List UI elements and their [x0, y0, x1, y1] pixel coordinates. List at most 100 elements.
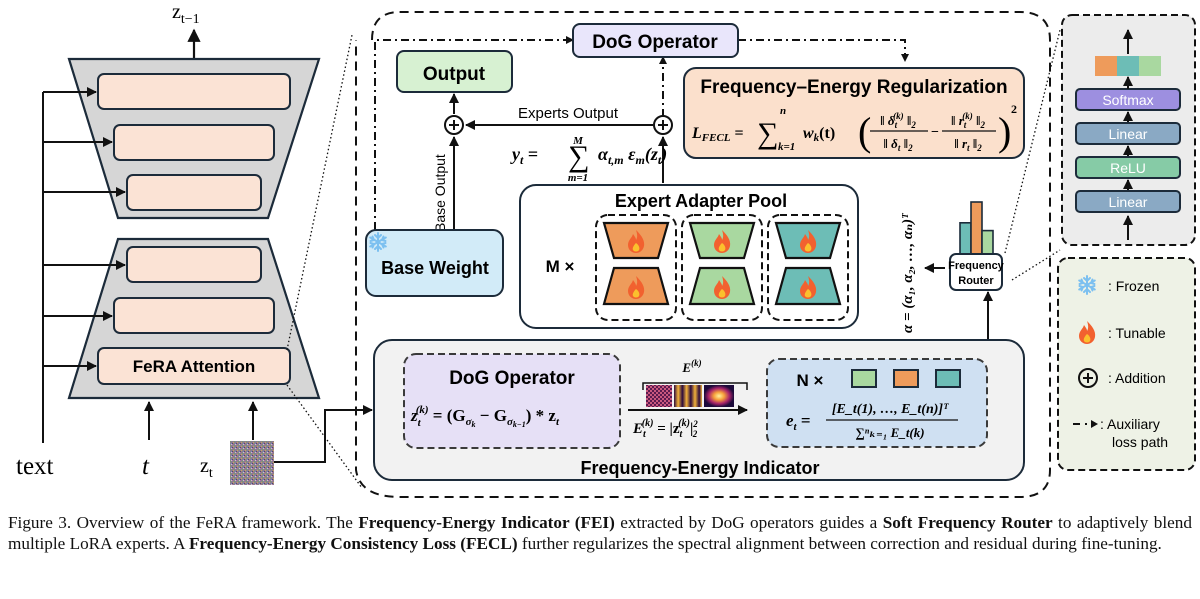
svg-text:∑ⁿₖ₌₁ E_t(k): ∑ⁿₖ₌₁ E_t(k) — [855, 425, 924, 440]
frequency-router-label-1: Frequency — [948, 260, 1005, 272]
svg-text:‖ δt ‖2: ‖ δt ‖2 — [883, 136, 913, 153]
energy-vector-box[interactable] — [766, 358, 988, 448]
energy-bracket — [642, 382, 748, 390]
legend-item-auxiliary-loss: : Auxiliary loss path — [1073, 416, 1168, 450]
svg-text:∑: ∑ — [757, 117, 778, 150]
fera-module-frame — [355, 11, 1051, 498]
frequency-router-label-2: Router — [958, 275, 994, 287]
latent-to-fei-path — [274, 405, 373, 463]
legend-panel — [1057, 257, 1196, 471]
legend-item-tunable: : Tunable — [1079, 321, 1166, 344]
router-output-weight-2 — [1117, 56, 1139, 76]
output-label: Output — [423, 64, 486, 85]
svg-text:2: 2 — [1011, 102, 1017, 116]
fera-attention-block[interactable] — [97, 347, 291, 385]
dog-operator-fei-box[interactable] — [403, 353, 621, 449]
decoder-layer-3 — [126, 174, 262, 211]
svg-text:LFECL =: LFECL = — [691, 125, 744, 144]
high-frequency-band-image — [646, 385, 672, 407]
addition-node-experts — [653, 115, 673, 135]
router-output-weight-1 — [1095, 56, 1117, 76]
auxiliary-loss-path — [374, 39, 906, 230]
legend-item-frozen: : Frozen — [1078, 275, 1159, 295]
circled-plus-icon — [1078, 368, 1098, 388]
dog-operator-top-label: DoG Operator — [592, 32, 718, 53]
frequency-router-box[interactable] — [949, 253, 1003, 291]
svg-text:n: n — [780, 105, 786, 117]
zoom-guide-lines — [286, 29, 1061, 489]
router-weight-bar-2 — [970, 201, 983, 255]
fei-title: Frequency-Energy Indicator — [580, 458, 819, 478]
regularization-title: Frequency–Energy Regularization — [700, 77, 1007, 98]
text-conditioning-lines — [42, 87, 126, 443]
router-bar-chart — [959, 201, 994, 255]
low-frequency-band-image — [704, 385, 734, 407]
expert-pool-title: Expert Adapter Pool — [615, 191, 787, 211]
svg-text:Softmax: Softmax — [1102, 92, 1153, 108]
svg-text:Linear: Linear — [1109, 194, 1148, 210]
mlp-layer-softmax-1: Softmax — [1075, 88, 1181, 111]
base-weight-box[interactable] — [365, 229, 504, 297]
base-weight-label: Base Weight — [381, 258, 489, 278]
expert-multiplier: M × — [546, 257, 575, 276]
frequency-band-square-2 — [893, 369, 919, 388]
band-squares — [851, 369, 961, 388]
svg-text:(: ( — [858, 109, 871, 154]
frequency-band-square-3 — [935, 369, 961, 388]
svg-text:wk(t): wk(t) — [803, 125, 835, 144]
svg-text:m=1: m=1 — [568, 172, 588, 184]
svg-text:et =: et = — [786, 411, 811, 433]
encoder-layer-1 — [126, 246, 262, 283]
regularization-box[interactable] — [683, 67, 1025, 159]
svg-text:∑: ∑ — [568, 140, 589, 173]
fera-attention-label: FeRA Attention — [133, 357, 255, 376]
output-box[interactable] — [396, 50, 513, 93]
frequency-band-square-1 — [851, 369, 877, 388]
svg-text:Linear: Linear — [1109, 126, 1148, 142]
legend-item-addition: : Addition — [1078, 368, 1166, 388]
expert-adapter-pool[interactable] — [519, 184, 859, 329]
svg-text:‖ δt(k) ‖2: ‖ δt(k) ‖2 — [880, 111, 916, 130]
dog-operator-fei-title: DoG Operator — [449, 368, 575, 389]
mid-frequency-band-image — [674, 385, 702, 407]
dash-dot-arrow-icon — [1073, 420, 1098, 428]
dog-operator-top-box[interactable] — [572, 23, 739, 58]
mlp-layer-linear-2: Linear — [1075, 122, 1181, 145]
timestep-input-label: t — [142, 453, 150, 480]
decoder-layer-1 — [97, 73, 291, 110]
mlp-layer-linear-4: Linear — [1075, 190, 1181, 213]
unet: zt−1 FeRA Attention text t zt — [16, 1, 373, 485]
svg-text:k=1: k=1 — [778, 141, 795, 153]
expert-adapter-2 — [681, 214, 763, 321]
svg-text:yt =: yt = — [510, 144, 538, 167]
base-output-label: Base Output — [432, 154, 448, 232]
addition-node-base — [444, 115, 464, 135]
expert-adapter-1 — [595, 214, 677, 321]
expert-list — [595, 214, 849, 321]
svg-text:‖ rt ‖2: ‖ rt ‖2 — [954, 136, 982, 153]
svg-text:M: M — [572, 135, 584, 147]
svg-text:: Addition: : Addition — [1108, 370, 1166, 386]
band-multiplier: N × — [797, 371, 824, 390]
experts-output-label: Experts Output — [518, 105, 619, 122]
mlp-layer-relu-3: ReLU — [1075, 156, 1181, 179]
unet-output-label: zt−1 — [172, 1, 200, 27]
svg-text:αt,m εm(zt): αt,m εm(zt) — [598, 144, 667, 167]
expert-adapter-3 — [767, 214, 849, 321]
alpha-vector: α = (α₁, α₂, …, αₙ)ᵀ — [900, 212, 916, 333]
decoder-layer-2 — [113, 124, 275, 161]
svg-text:): ) — [998, 109, 1011, 154]
svg-text:loss path: loss path — [1112, 434, 1168, 450]
noisy-latent-image — [230, 441, 274, 485]
energy-vector-formula: et = [E_t(1), …, E_t(n)]ᵀ ∑ⁿₖ₌₁ E_t(k) — [786, 402, 958, 440]
svg-text:zt(k) = (Gσk − Gσk−1) * zt: zt(k) = (Gσk − Gσk−1) * zt — [410, 404, 560, 429]
fecl-loss-formula: LFECL = ∑ n k=1 wk(t) ( ‖ δt(k) ‖2 ‖ δt … — [691, 102, 1017, 154]
svg-text:: Frozen: : Frozen — [1108, 278, 1159, 294]
energy-label-top: E(k) — [681, 358, 701, 375]
svg-text:‖ rt(k) ‖2: ‖ rt(k) ‖2 — [951, 111, 986, 130]
encoder-layer-2 — [113, 297, 275, 334]
text-input-label: text — [16, 453, 54, 480]
svg-text:−: − — [931, 125, 939, 140]
